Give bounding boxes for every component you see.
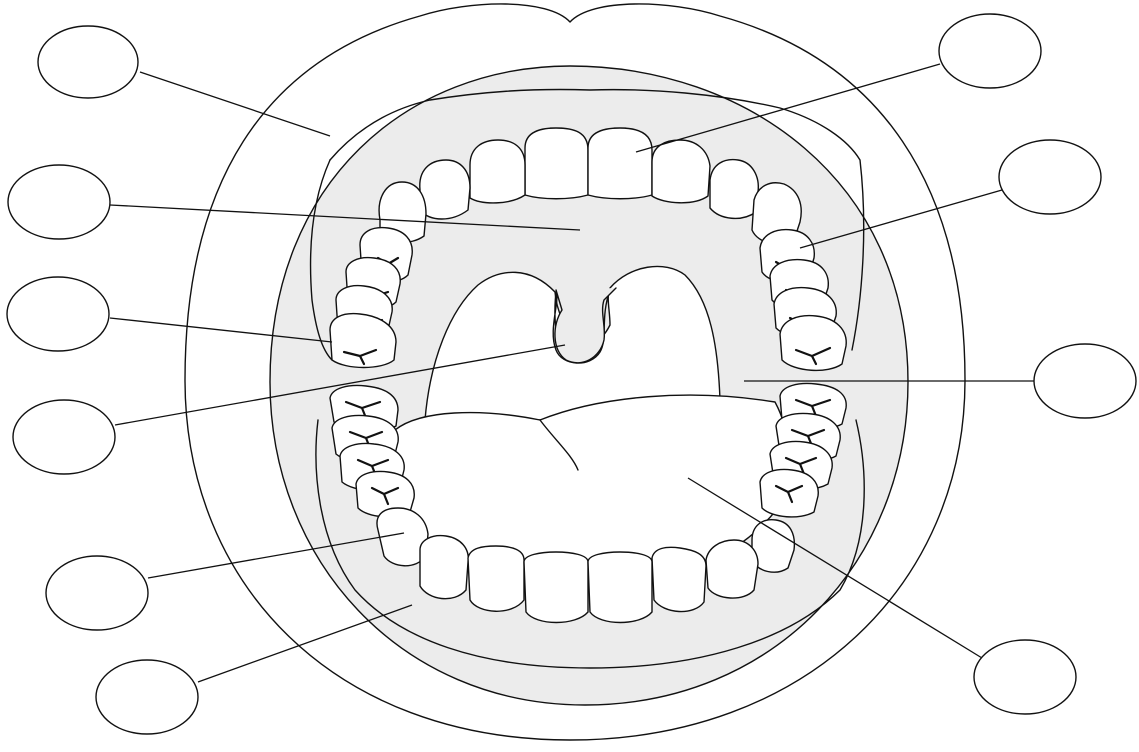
lower-lateral-incisor [468,546,524,611]
label-blank-9[interactable] [1034,344,1136,418]
label-blank-10[interactable] [974,640,1076,714]
label-blank-5[interactable] [46,556,148,630]
leader-line-lips [140,72,330,136]
upper-lateral-incisor [470,140,525,203]
lower-incisor [588,552,652,623]
label-blank-7[interactable] [939,14,1041,88]
label-blank-6[interactable] [96,660,198,734]
label-blank-4[interactable] [13,400,115,474]
lower-lateral-incisor [652,547,706,611]
label-blank-8[interactable] [999,140,1101,214]
label-blank-2[interactable] [8,165,110,239]
molar [780,316,846,371]
lower-canine [706,540,758,598]
upper-canine [420,160,470,219]
lower-canine [420,536,468,599]
upper-lateral-incisor [652,140,710,203]
label-blank-3[interactable] [7,277,109,351]
upper-incisor [588,128,652,199]
lower-incisor [524,552,588,623]
upper-incisor [525,128,588,199]
upper-canine [710,160,758,219]
leader-line-gum [198,605,412,682]
label-blank-1[interactable] [38,26,138,98]
